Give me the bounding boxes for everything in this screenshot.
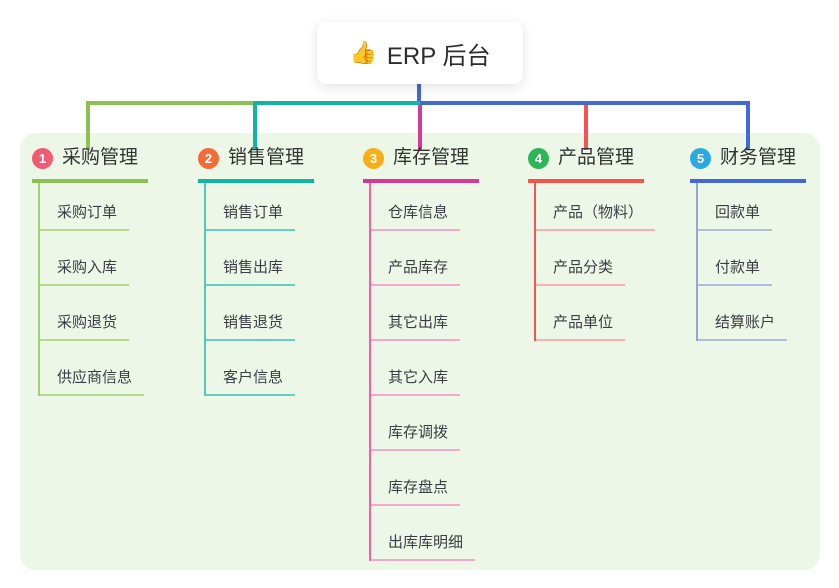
branch-2: 2 销售管理 销售订单 销售出库 销售退货 客户信息 — [198, 145, 315, 396]
mindmap-panel — [20, 133, 820, 570]
child-label: 付款单 — [715, 259, 761, 276]
branch-title: 销售管理 — [228, 147, 305, 168]
child-node[interactable]: 产品单位 — [536, 286, 626, 341]
branch-title: 库存管理 — [393, 147, 470, 168]
root-stem-line — [417, 84, 421, 103]
child-node[interactable]: 采购订单 — [40, 183, 130, 231]
child-node[interactable]: 销售订单 — [206, 183, 296, 231]
child-node[interactable]: 客户信息 — [206, 341, 296, 396]
child-label: 客户信息 — [223, 369, 284, 386]
branch-1: 1 采购管理 采购订单 采购入库 采购退货 供应商信息 — [32, 145, 149, 396]
branch-children: 销售订单 销售出库 销售退货 客户信息 — [204, 183, 296, 396]
child-node[interactable]: 库存盘点 — [371, 451, 461, 506]
child-label: 结算账户 — [715, 314, 776, 331]
child-label: 采购退货 — [57, 314, 118, 331]
child-label: 出库库明细 — [388, 534, 464, 551]
child-label: 回款单 — [715, 204, 761, 221]
branch-node[interactable]: 5 财务管理 — [690, 145, 807, 183]
child-node[interactable]: 销售出库 — [206, 231, 296, 286]
branch-4: 4 产品管理 产品（物料） 产品分类 产品单位 — [528, 145, 656, 341]
connector-bus-segment — [255, 101, 422, 105]
child-node[interactable]: 采购入库 — [40, 231, 130, 286]
child-node[interactable]: 其它出库 — [371, 286, 461, 341]
child-label: 销售退货 — [223, 314, 284, 331]
root-node[interactable]: 👍 ERP 后台 — [317, 22, 523, 84]
thumbs-up-icon: 👍 — [349, 40, 377, 65]
root-node-label: ERP 后台 — [386, 42, 491, 70]
child-label: 产品（物料） — [553, 204, 644, 221]
branch-title: 采购管理 — [62, 147, 139, 168]
child-label: 其它出库 — [388, 314, 449, 331]
child-label: 销售出库 — [223, 259, 284, 276]
branch-drop-line — [746, 101, 750, 150]
child-node[interactable]: 产品库存 — [371, 231, 461, 286]
branch-5: 5 财务管理 回款单 付款单 结算账户 — [690, 145, 807, 341]
child-node[interactable]: 其它入库 — [371, 341, 461, 396]
child-label: 产品分类 — [553, 259, 614, 276]
child-node[interactable]: 产品分类 — [536, 231, 626, 286]
branch-title: 产品管理 — [558, 147, 635, 168]
child-label: 其它入库 — [388, 369, 449, 386]
child-node[interactable]: 供应商信息 — [40, 341, 145, 396]
branch-3: 3 库存管理 仓库信息 产品库存 其它出库 其它入库 库存调拨 库存盘点 出库库… — [363, 145, 480, 561]
branch-number-badge: 5 — [690, 147, 711, 169]
child-label: 采购入库 — [57, 259, 118, 276]
child-node[interactable]: 仓库信息 — [371, 183, 461, 231]
child-node[interactable]: 销售退货 — [206, 286, 296, 341]
branch-node[interactable]: 4 产品管理 — [528, 145, 645, 183]
child-label: 产品库存 — [388, 259, 449, 276]
child-node[interactable]: 库存调拨 — [371, 396, 461, 451]
branch-title: 财务管理 — [720, 147, 797, 168]
branch-children: 采购订单 采购入库 采购退货 供应商信息 — [38, 183, 145, 396]
connector-bus-segment — [86, 101, 257, 105]
child-node[interactable]: 出库库明细 — [371, 506, 476, 561]
branch-number-badge: 1 — [32, 147, 53, 169]
branch-node[interactable]: 1 采购管理 — [32, 145, 149, 183]
child-node[interactable]: 采购退货 — [40, 286, 130, 341]
branch-drop-line — [584, 105, 588, 150]
child-node[interactable]: 产品（物料） — [536, 183, 656, 231]
branch-number-badge: 2 — [198, 147, 219, 169]
child-node[interactable]: 回款单 — [698, 183, 773, 231]
child-label: 供应商信息 — [57, 369, 133, 386]
child-label: 采购订单 — [57, 204, 118, 221]
connector-bus-segment — [420, 101, 750, 105]
branch-node[interactable]: 3 库存管理 — [363, 145, 480, 183]
branch-drop-line — [86, 101, 90, 150]
child-label: 产品单位 — [553, 314, 614, 331]
child-node[interactable]: 结算账户 — [698, 286, 788, 341]
child-label: 库存盘点 — [388, 479, 449, 496]
child-label: 库存调拨 — [388, 424, 449, 441]
branch-drop-line — [418, 105, 422, 150]
branch-number-badge: 4 — [528, 147, 549, 169]
branch-drop-line — [253, 101, 257, 150]
branch-children: 仓库信息 产品库存 其它出库 其它入库 库存调拨 库存盘点 出库库明细 — [369, 183, 476, 561]
branch-children: 产品（物料） 产品分类 产品单位 — [534, 183, 656, 341]
branch-children: 回款单 付款单 结算账户 — [696, 183, 788, 341]
branch-node[interactable]: 2 销售管理 — [198, 145, 315, 183]
child-node[interactable]: 付款单 — [698, 231, 773, 286]
child-label: 销售订单 — [223, 204, 284, 221]
child-label: 仓库信息 — [388, 204, 449, 221]
branch-number-badge: 3 — [363, 147, 384, 169]
